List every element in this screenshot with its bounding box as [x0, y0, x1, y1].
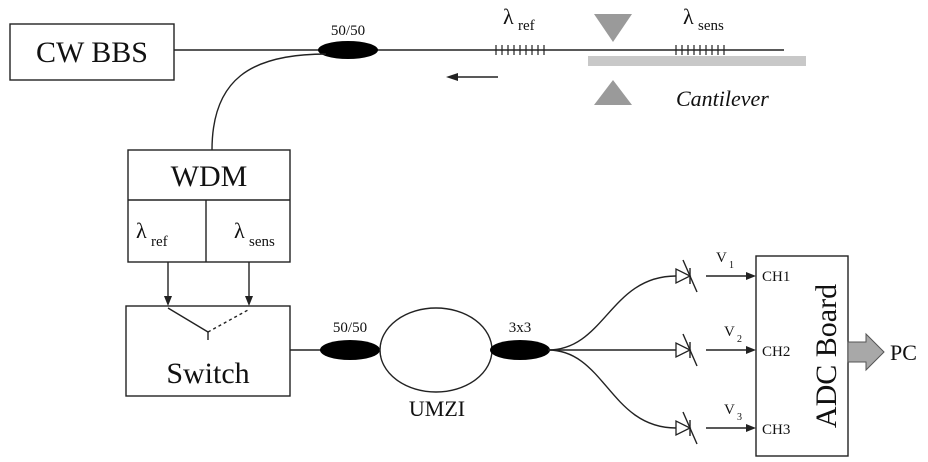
- photodiode-3-icon: [675, 411, 698, 445]
- coupler-top: [318, 41, 378, 59]
- output-arrow-icon: [847, 332, 885, 372]
- v1-symbol: V: [716, 250, 727, 266]
- adc-board-box: [755, 255, 849, 457]
- adc-ch3-label: CH3: [762, 422, 790, 438]
- v3-sub: 3: [737, 412, 742, 423]
- v2-symbol: V: [724, 324, 735, 340]
- lambda-ref-symbol: λ: [503, 4, 514, 29]
- cw-bbs-box: [9, 23, 175, 81]
- switch-label: Switch: [166, 357, 249, 390]
- switch-symbol: [167, 307, 249, 340]
- umzi-label: UMZI: [409, 396, 465, 421]
- fiber-ch3: [547, 349, 677, 429]
- clamp-bottom-icon: [594, 80, 632, 105]
- cantilever-beam: [588, 56, 806, 66]
- coupler-bottom-label: 50/50: [333, 320, 367, 336]
- cw-bbs-label: CW BBS: [36, 36, 148, 69]
- wdm-sens-symbol: λ: [234, 218, 245, 243]
- photodiode-1-icon: [675, 259, 698, 293]
- lambda-sens-sub: sens: [698, 18, 724, 34]
- signal-arrows: [706, 272, 756, 432]
- switch-box: [125, 305, 291, 397]
- fiber-to-wdm: [211, 53, 327, 151]
- v2-sub: 2: [737, 334, 742, 345]
- adc-board-label: ADC Board: [810, 284, 843, 428]
- v1-sub: 1: [729, 260, 734, 271]
- grating-ref: [495, 45, 545, 55]
- grating-sens: [675, 45, 725, 55]
- wdm-sens-sub: sens: [249, 234, 275, 250]
- cantilever-label: Cantilever: [676, 86, 769, 111]
- photodiode-2-icon: [675, 333, 698, 367]
- direction-arrow: [446, 73, 498, 81]
- umzi-loop: [379, 307, 493, 393]
- lambda-sens-symbol: λ: [683, 4, 694, 29]
- pc-label: PC: [890, 340, 917, 365]
- coupler-3x3-label: 3x3: [509, 320, 532, 336]
- coupler-top-label: 50/50: [331, 23, 365, 39]
- clamp-top-icon: [594, 14, 632, 42]
- wdm-to-switch-arrows: [164, 262, 253, 306]
- adc-ch1-label: CH1: [762, 269, 790, 285]
- wdm-ref-symbol: λ: [136, 218, 147, 243]
- coupler-3x3: [490, 340, 550, 360]
- wdm-ref-sub: ref: [151, 234, 168, 250]
- coupler-bottom: [320, 340, 380, 360]
- fiber-ch1: [547, 275, 677, 351]
- adc-ch2-label: CH2: [762, 344, 790, 360]
- wdm-label: WDM: [171, 160, 248, 193]
- lambda-ref-sub: ref: [518, 18, 535, 34]
- wdm-box: [127, 149, 291, 263]
- v3-symbol: V: [724, 402, 735, 418]
